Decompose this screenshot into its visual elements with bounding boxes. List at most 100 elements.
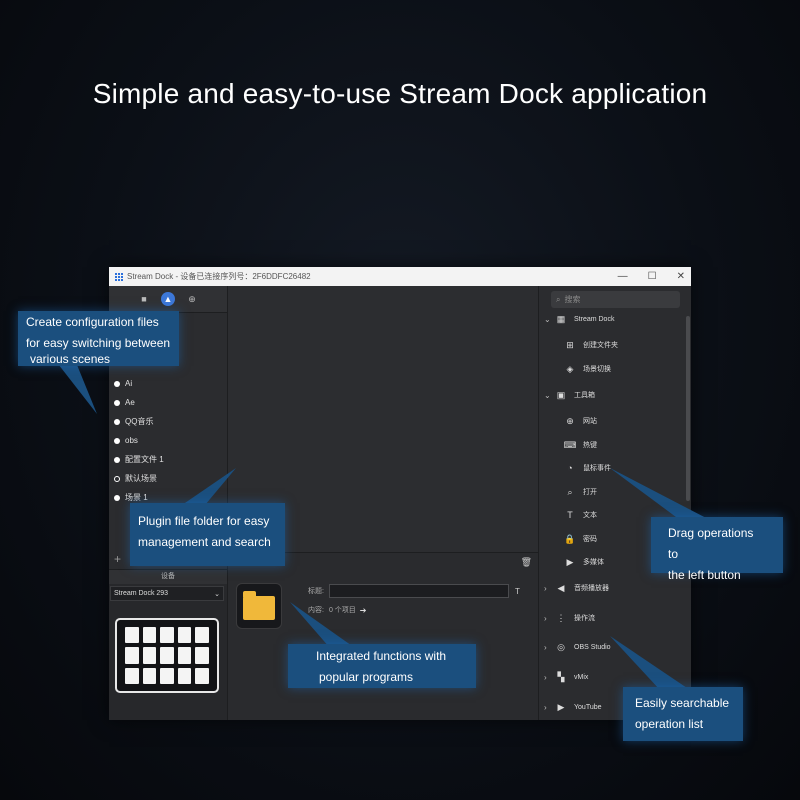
chevron-right-icon[interactable]: › <box>544 613 547 623</box>
action-item[interactable]: ◈ 场景切换 <box>539 358 691 380</box>
deck-key[interactable] <box>142 627 157 644</box>
callout-plugin-line-2: management and search <box>138 535 271 549</box>
deck-preview <box>115 618 219 693</box>
text-format-icon[interactable]: T <box>514 586 520 596</box>
action-item[interactable]: ◔鼠标事件 <box>539 457 691 479</box>
chevron-right-icon[interactable]: › <box>544 672 547 682</box>
search-input[interactable]: ⌕ 搜索 <box>551 291 680 308</box>
chevron-down-icon: ⌄ <box>214 590 220 598</box>
lock-icon: 🔒 <box>564 533 576 544</box>
flow-icon: ⋮ <box>556 612 566 623</box>
profile-label: 配置文件 1 <box>125 455 164 464</box>
action-label: 多媒体 <box>583 559 604 566</box>
arrow-right-icon[interactable]: ➔ <box>359 605 367 615</box>
deck-key[interactable] <box>195 667 209 684</box>
title-input[interactable] <box>328 584 509 598</box>
action-item[interactable]: 🔒 密码 <box>539 528 691 550</box>
profile-item[interactable]: Ai <box>109 374 227 393</box>
profile-label: Ae <box>125 398 135 407</box>
deck-key[interactable] <box>177 667 192 684</box>
toolbox-icon: ▣ <box>556 389 566 400</box>
trash-icon[interactable]: 🗑 <box>520 557 532 567</box>
deck-key[interactable] <box>177 627 192 644</box>
action-category[interactable]: ›▚vMix <box>539 666 685 688</box>
action-item[interactable]: ⌕打开 <box>539 481 691 503</box>
add-profile-button[interactable]: + <box>114 552 122 566</box>
action-category[interactable]: ›◀音频播放器 <box>539 577 685 599</box>
action-label: Stream Dock <box>574 315 615 323</box>
callout-searchable-line-2: operation list <box>635 717 704 731</box>
callout-drag-line-1: Drag operations to <box>668 526 754 561</box>
cube-icon[interactable]: ■ <box>141 294 147 304</box>
deck-key[interactable] <box>142 667 157 684</box>
deck-key[interactable] <box>160 667 174 684</box>
profile-item[interactable]: 配置文件 1 <box>109 450 227 469</box>
action-item[interactable]: ▶多媒体 <box>539 551 691 573</box>
profile-tab-icon[interactable]: ▲ <box>161 292 175 306</box>
close-button[interactable]: ✕ <box>676 271 685 282</box>
radio-icon <box>114 399 120 406</box>
chevron-down-icon[interactable]: ⌄ <box>544 390 551 400</box>
chevron-right-icon[interactable]: › <box>544 642 547 652</box>
action-item[interactable]: ⊕网站 <box>539 410 691 432</box>
action-item[interactable]: ⊞创建文件夹 <box>539 334 691 356</box>
profile-label: QQ音乐 <box>125 417 154 426</box>
title-row: 标题: T <box>308 584 520 598</box>
action-item[interactable]: ⌨热键 <box>539 434 691 456</box>
action-category[interactable]: ⌄ ▣ 工具箱 <box>539 384 685 406</box>
vmix-icon: ▚ <box>557 671 565 682</box>
action-label: 场景切换 <box>583 366 611 373</box>
profile-item[interactable]: obs <box>109 431 227 450</box>
chevron-right-icon[interactable]: › <box>544 702 547 712</box>
callout-config-line-2: for easy switching between <box>26 336 171 350</box>
action-label: 工具箱 <box>574 392 595 399</box>
action-label: 创建文件夹 <box>583 342 618 349</box>
contents-value: 0 个项目 <box>328 607 356 614</box>
action-category[interactable]: ⌄▦Stream Dock <box>539 308 685 330</box>
title-label: 标题: <box>308 588 324 595</box>
callout-searchable-line-1: Easily searchable <box>635 696 730 710</box>
deck-key[interactable] <box>195 627 209 644</box>
plus-circle-icon[interactable]: ⊕ <box>188 293 196 304</box>
chevron-down-icon[interactable]: ⌄ <box>544 314 551 324</box>
layers-icon: ◈ <box>566 363 574 374</box>
action-category[interactable]: ›◎OBS Studio <box>539 636 685 658</box>
action-label: 密码 <box>583 536 597 543</box>
device-select[interactable]: Stream Dock 293 ⌄ <box>110 586 224 601</box>
deck-key[interactable] <box>195 647 209 664</box>
deck-key[interactable] <box>142 647 157 664</box>
text-icon: T <box>567 510 573 520</box>
profile-item[interactable]: Ae <box>109 393 227 412</box>
deck-key[interactable] <box>125 647 139 664</box>
headline: Simple and easy-to-use Stream Dock appli… <box>92 78 708 109</box>
action-category[interactable]: ›⋮操作流 <box>539 607 685 629</box>
chevron-right-icon[interactable]: › <box>544 583 547 593</box>
contents-row: 内容: 0 个项目 ➔ <box>308 605 367 615</box>
deck-key[interactable] <box>160 627 174 644</box>
minimize-button[interactable]: — <box>617 271 628 282</box>
search-icon: ⌕ <box>556 294 561 304</box>
deck-key[interactable] <box>177 647 192 664</box>
callout-integrated-line-2: popular programs <box>319 670 414 684</box>
deck-key[interactable] <box>160 647 174 664</box>
obs-icon: ◎ <box>557 641 565 652</box>
callout-integrated: Integrated functions with popular progra… <box>288 644 476 688</box>
radio-icon <box>114 494 120 501</box>
action-category[interactable]: ›▶YouTube <box>539 696 685 718</box>
profile-label: 场景 1 <box>125 493 148 502</box>
scrollbar[interactable] <box>686 316 690 501</box>
folder-icon[interactable] <box>236 583 282 629</box>
device-header: 设备 <box>109 570 227 584</box>
window-title: Stream Dock - 设备已连接序列号：2F6DDFC26482 <box>127 272 311 281</box>
action-label: YouTube <box>574 703 602 711</box>
deck-key[interactable] <box>125 627 139 644</box>
deck-key[interactable] <box>125 667 139 684</box>
profile-item[interactable]: QQ音乐 <box>109 412 227 431</box>
profile-item[interactable]: 场景 1 <box>109 488 227 507</box>
device-panel: 设备 Stream Dock 293 ⌄ <box>109 569 227 720</box>
radio-icon <box>114 380 120 387</box>
search-icon: ⌕ <box>567 486 573 497</box>
maximize-button[interactable]: ☐ <box>647 271 657 282</box>
profile-item[interactable]: 默认场景 <box>109 469 227 488</box>
